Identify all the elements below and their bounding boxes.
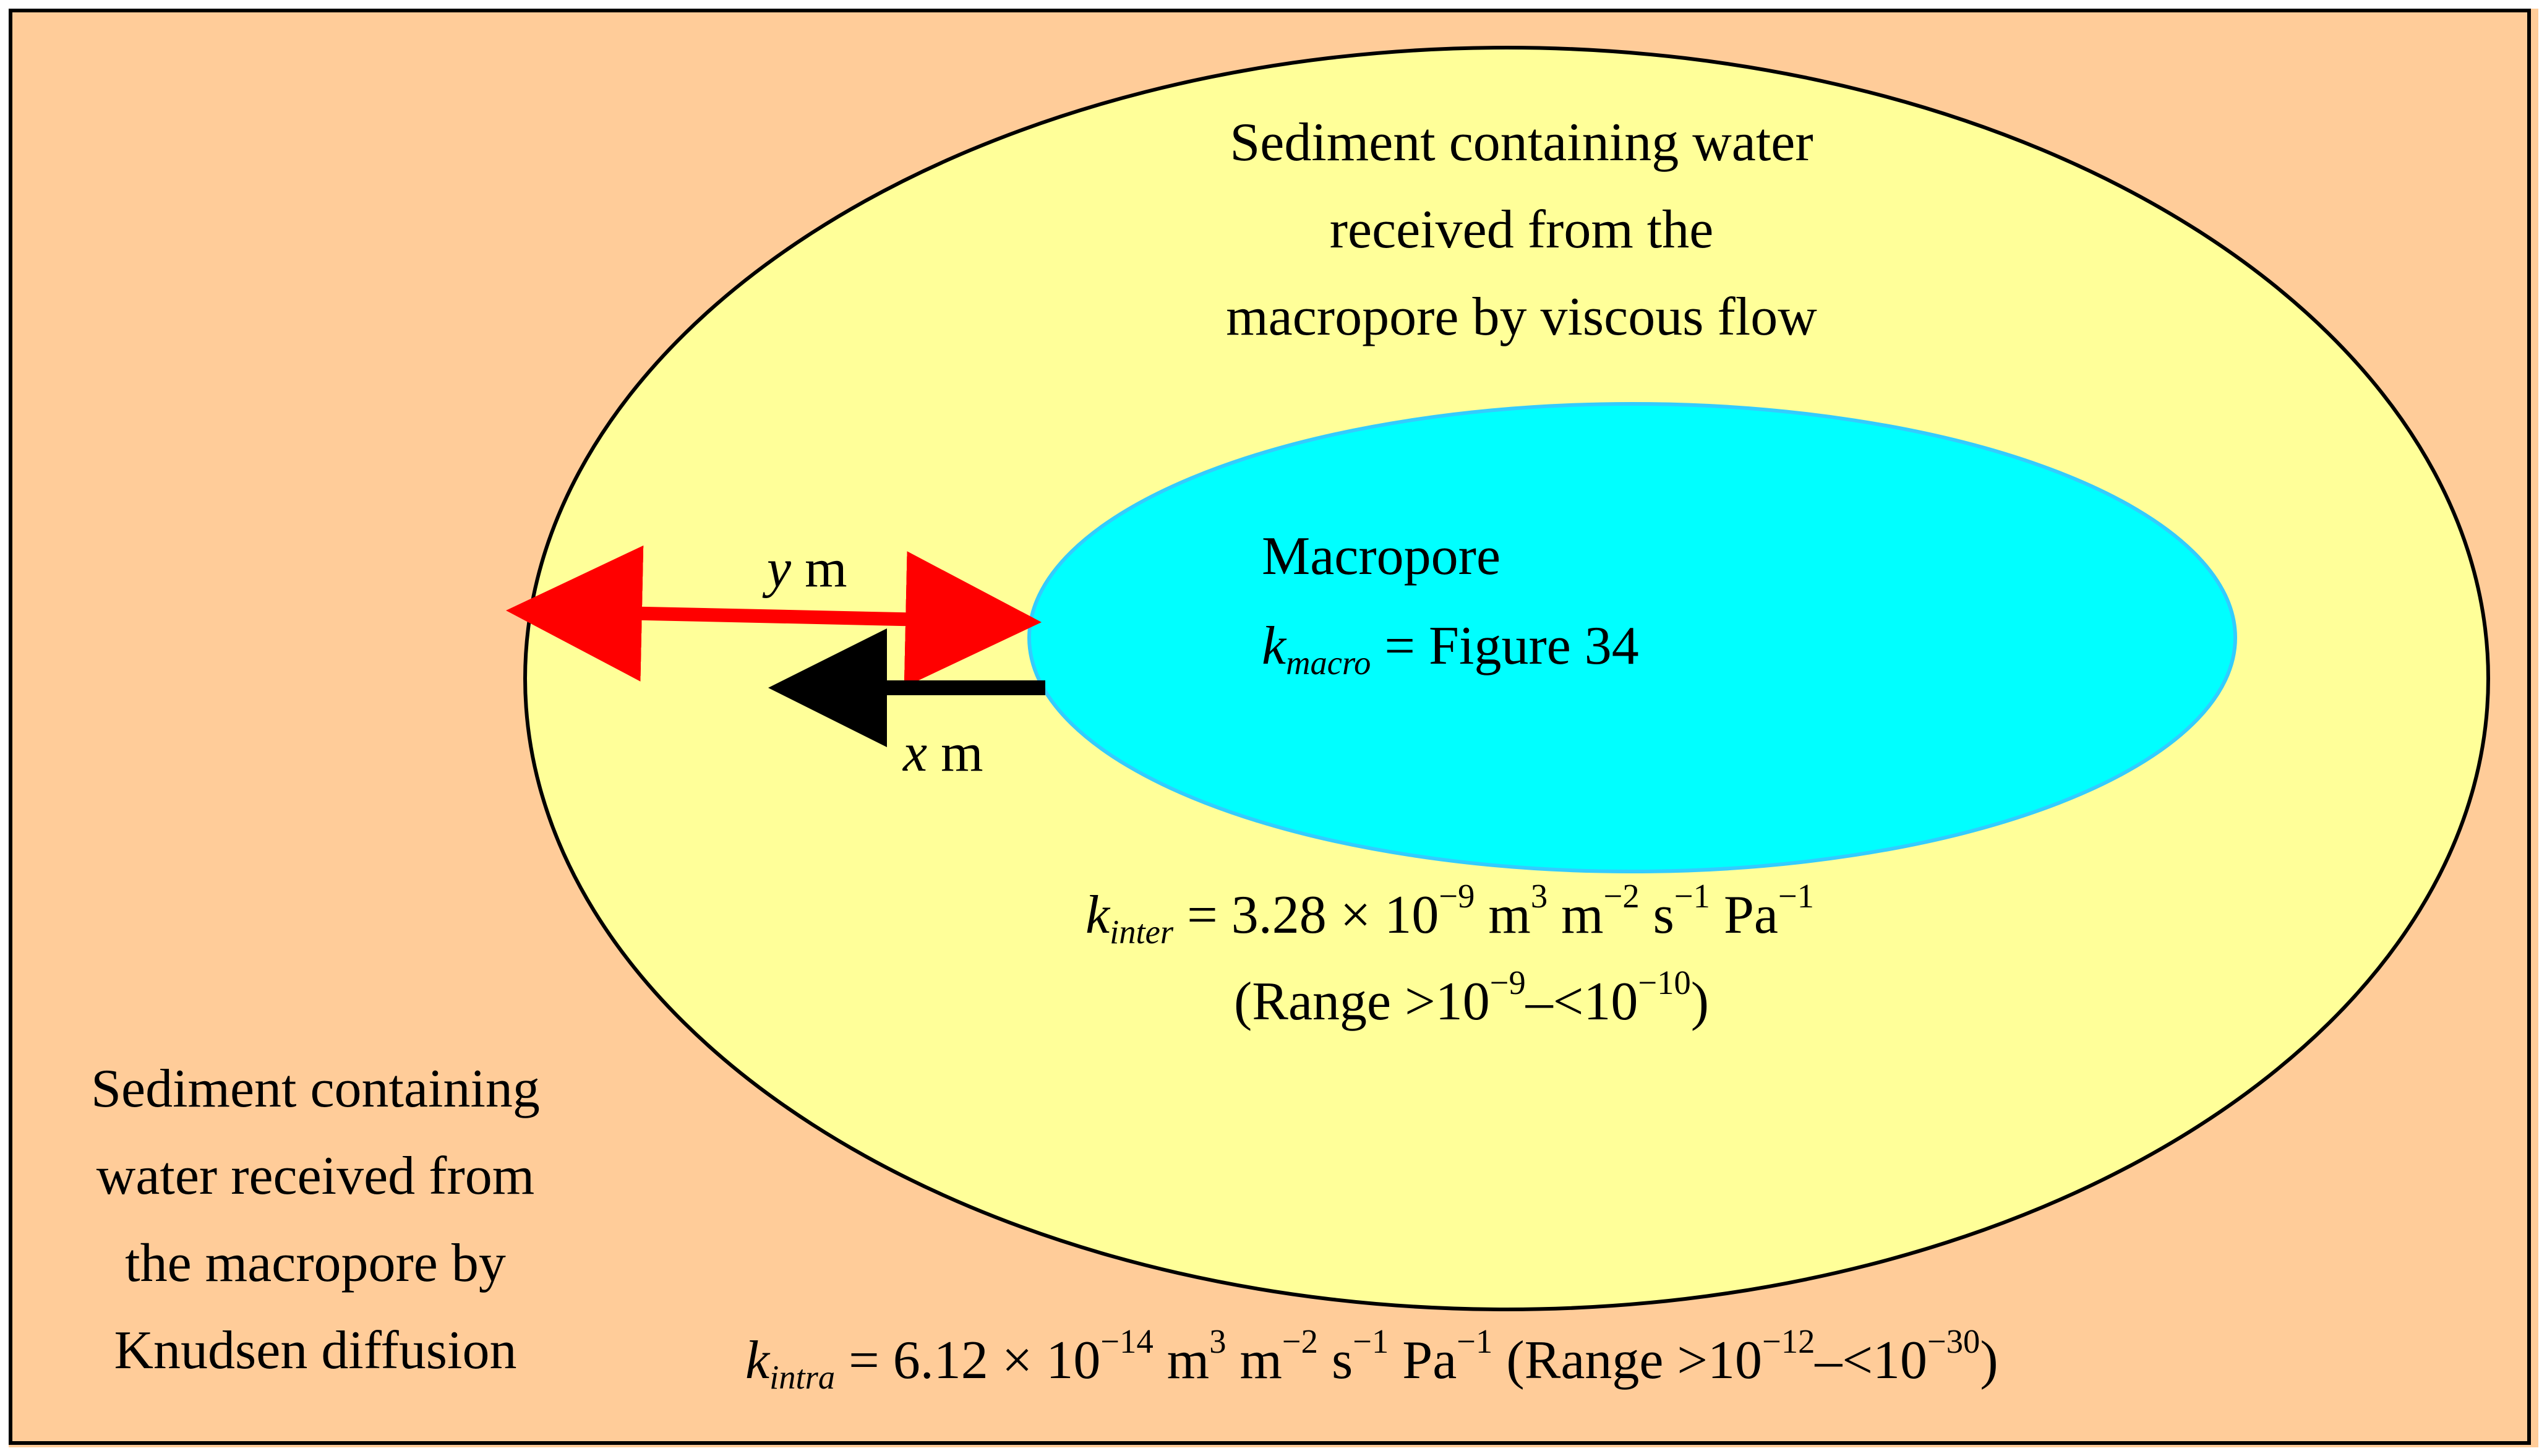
- k-inter-range-exponent: −10: [1638, 964, 1691, 1002]
- k-inter-range-exponent: −9: [1489, 964, 1526, 1002]
- k-inter-exponent: −9: [1439, 877, 1475, 915]
- k-inter-range-text: –<10: [1525, 972, 1638, 1032]
- corner-zone-label: Sediment containing water received from …: [37, 1045, 594, 1394]
- macropore-title: Macropore: [1262, 526, 1501, 586]
- k-inter-value: = 3.28 × 10: [1173, 885, 1439, 945]
- k-intra-value: = 6.12 × 10: [835, 1330, 1101, 1390]
- k-intra-range-exponent: −12: [1762, 1322, 1815, 1361]
- y-variable: y: [767, 539, 792, 599]
- k-macro-value: = Figure 34: [1371, 616, 1639, 676]
- k-inter-range-text: (Range >10: [1234, 972, 1490, 1032]
- k-macro-equation: kmacro = Figure 34: [1262, 612, 1639, 687]
- k-inter-unit: m: [1547, 885, 1604, 945]
- x-distance-label: x m: [903, 719, 983, 787]
- k-inter-unit-exponent: −1: [1778, 877, 1814, 915]
- k-inter-unit-exponent: −1: [1674, 877, 1710, 915]
- k-intra-unit-exponent: −2: [1282, 1322, 1318, 1361]
- k-intra-range-text: ): [1980, 1330, 1998, 1390]
- k-inter-range: (Range >10−9–<10−10): [1234, 964, 1710, 1042]
- corner-zone-label-line: water received from: [96, 1146, 535, 1206]
- k-inter-equation: kinter = 3.28 × 10−9 m3 m−2 s−1 Pa−1: [1085, 877, 1814, 956]
- k-intra-range-text: –<10: [1815, 1330, 1928, 1390]
- y-distance-label: y m: [767, 535, 847, 603]
- y-distance-arrow: [506, 545, 1042, 688]
- corner-zone-label-line: the macropore by: [125, 1233, 506, 1293]
- k-intra-unit: s: [1317, 1330, 1353, 1390]
- k-intra-range-exponent: −30: [1927, 1322, 1980, 1361]
- k-inter-unit: Pa: [1710, 885, 1778, 945]
- k-intra-equation: kintra = 6.12 × 10−14 m3 m−2 s−1 Pa−1 (R…: [745, 1322, 1998, 1401]
- k-intra-subscript: intra: [769, 1358, 836, 1397]
- x-unit: m: [927, 723, 983, 783]
- k-intra-unit-exponent: −1: [1457, 1322, 1493, 1361]
- k-intra-unit-exponent: −1: [1353, 1322, 1389, 1361]
- k-inter-unit: s: [1639, 885, 1674, 945]
- figure-border: [9, 9, 2531, 1445]
- outer-zone-label-line: macropore by viscous flow: [1226, 287, 1817, 347]
- outer-zone-label-line: received from the: [1329, 200, 1714, 260]
- k-inter-unit-exponent: −2: [1603, 877, 1640, 915]
- k-intra-exponent: −14: [1100, 1322, 1154, 1361]
- x-variable: x: [903, 723, 928, 783]
- k-inter-subscript: inter: [1110, 913, 1174, 951]
- corner-zone-label-line: Knudsen diffusion: [114, 1321, 517, 1381]
- k-intra-unit: m: [1226, 1330, 1282, 1390]
- outer-zone-label: Sediment containing water received from …: [1113, 99, 1930, 361]
- k-intra-range-text: (Range >10: [1492, 1330, 1763, 1390]
- k-inter-unit-exponent: 3: [1530, 877, 1548, 915]
- corner-zone-label-line: Sediment containing: [91, 1059, 540, 1119]
- k-inter-unit: m: [1475, 885, 1531, 945]
- k-intra-unit-exponent: 3: [1209, 1322, 1226, 1361]
- outer-zone-label-line: Sediment containing water: [1230, 113, 1813, 173]
- k-inter-range-text: ): [1690, 972, 1710, 1032]
- k-intra-unit: Pa: [1389, 1330, 1457, 1390]
- k-macro-symbol: k: [1262, 616, 1286, 676]
- y-unit: m: [791, 539, 847, 599]
- k-inter-symbol: k: [1085, 885, 1110, 945]
- k-intra-unit: m: [1153, 1330, 1210, 1390]
- k-macro-subscript: macro: [1286, 644, 1371, 682]
- k-intra-symbol: k: [745, 1330, 770, 1390]
